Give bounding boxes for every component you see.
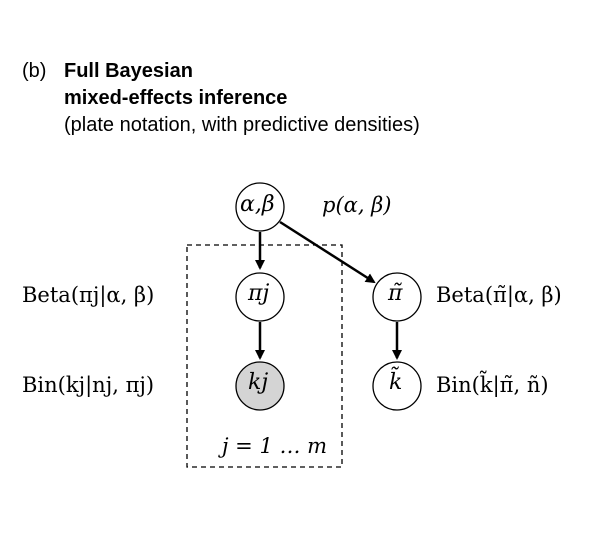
node-k-tilde-label: k̃ [389,370,403,395]
node-pi-j [235,272,285,322]
beta-density-right: Beta(π̃|α, β) [436,283,562,307]
panel-label: (b) [22,60,47,82]
plate-box [186,244,343,468]
title-line-1: Full Bayesian [64,60,193,82]
node-k-tilde [372,361,422,411]
bin-density-right: Bin(k̃|π̃, ñ) [436,373,549,397]
node-k-j-label: kj [248,370,269,395]
subtitle: (plate notation, with predictive densiti… [64,114,420,136]
node-pi-tilde [372,272,422,322]
node-pi-tilde-label: π̃ [388,281,403,306]
prior-density: p(α, β) [322,193,392,217]
bin-density-left: Bin(kj|nj, πj) [22,373,155,397]
beta-density-left: Beta(πj|α, β) [22,283,155,307]
node-k-j [235,361,285,411]
plate-index-label: j = 1 … m [222,434,328,458]
title-line-2: mixed-effects inference [64,87,288,109]
node-hyper [235,182,285,232]
node-hyper-label: α,β [240,192,275,217]
node-pi-j-label: πj [248,281,270,306]
edge-hyper-to-pi-tilde [279,220,376,284]
